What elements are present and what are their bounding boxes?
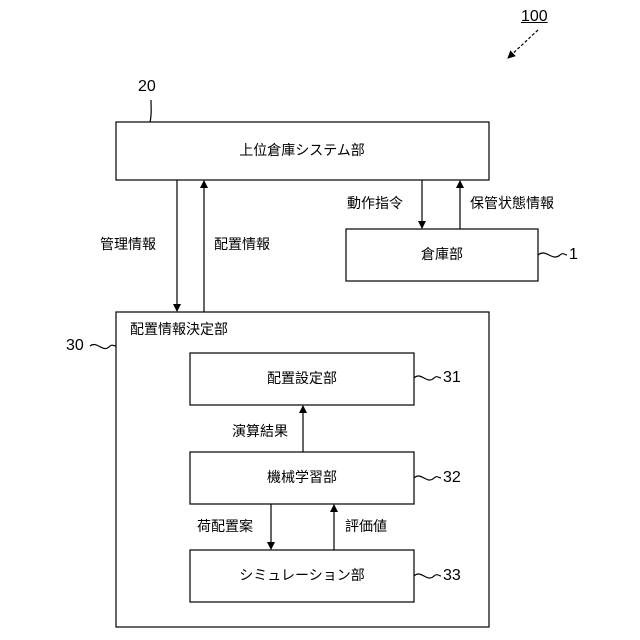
ref-32: 32 xyxy=(443,469,461,487)
cargo-placement-plan-label: 荷配置案 xyxy=(197,519,253,535)
ref-33: 33 xyxy=(443,567,461,585)
ref-100: 100 xyxy=(521,8,548,26)
ref-30-leader xyxy=(90,344,116,348)
warehouse-label: 倉庫部 xyxy=(421,247,463,263)
simulation-label: シミュレーション部 xyxy=(239,568,364,584)
placement-info-label: 配置情報 xyxy=(214,237,270,253)
management-info-label: 管理情報 xyxy=(100,237,156,253)
computation-result-label: 演算結果 xyxy=(232,424,288,440)
ref-1-leader xyxy=(538,253,567,257)
ref-30: 30 xyxy=(66,337,84,355)
ref-1: 1 xyxy=(569,246,578,264)
machine-learning-label: 機械学習部 xyxy=(267,470,337,486)
upper-system-label: 上位倉庫システム部 xyxy=(239,143,365,159)
evaluation-value-label: 評価値 xyxy=(345,519,387,535)
ref-31: 31 xyxy=(443,369,461,387)
ref-33-leader xyxy=(414,574,441,578)
storage-state-info-label: 保管状態情報 xyxy=(470,196,554,212)
ref-100-leader xyxy=(508,30,538,58)
placement-setting-label: 配置設定部 xyxy=(267,371,337,387)
ref-31-leader xyxy=(414,376,441,380)
ref-20: 20 xyxy=(138,78,156,96)
placement-decision-label: 配置情報決定部 xyxy=(130,322,228,338)
operation-command-label: 動作指令 xyxy=(347,196,403,212)
ref-20-leader xyxy=(150,100,151,122)
ref-32-leader xyxy=(414,476,441,480)
